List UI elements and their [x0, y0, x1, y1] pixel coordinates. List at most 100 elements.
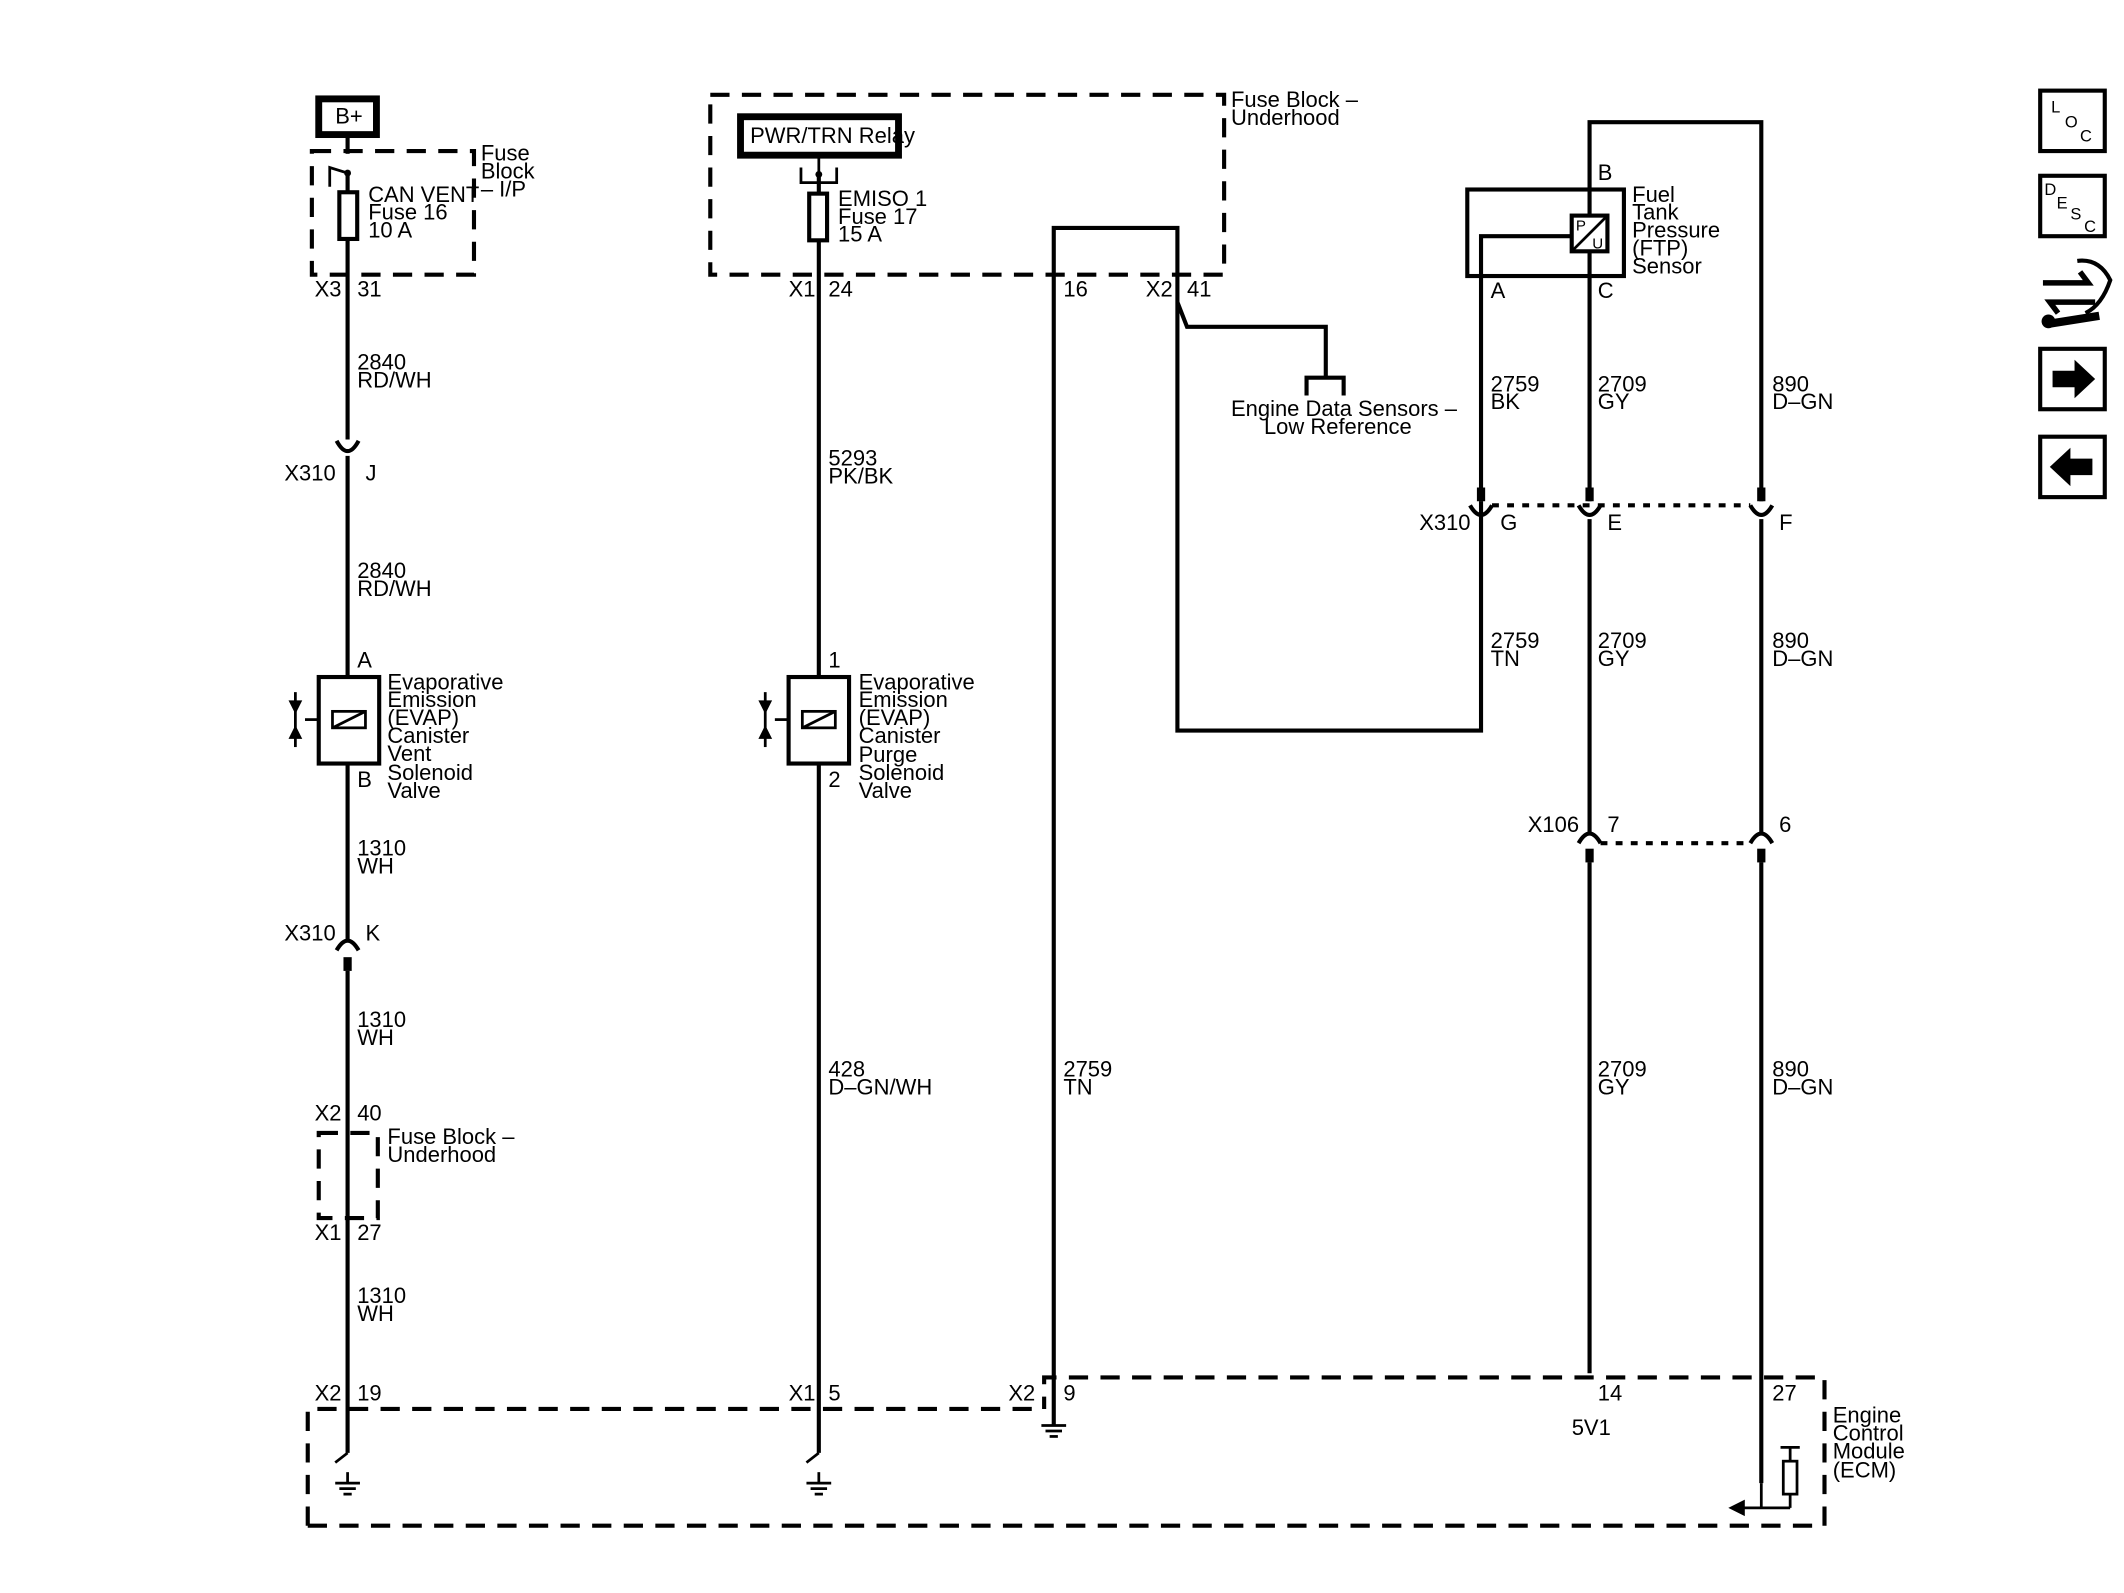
desc-letter-s: S	[2070, 206, 2081, 224]
vent-valve-title-4: Canister	[387, 723, 469, 748]
fuse-block-underhood-outline	[708, 92, 1227, 277]
wire-2759-tn-num-b: 2759	[1063, 1057, 1112, 1082]
x310-k-pin: K	[365, 921, 380, 946]
wire-2759-tn-color-b: TN	[1063, 1075, 1092, 1100]
purge-valve-title-4: Canister	[859, 723, 941, 748]
wire-2840-color-b: RD/WH	[357, 576, 431, 601]
eng-data-ref-1: Engine Data Sensors –	[1231, 396, 1458, 421]
vent-valve-pin-b: B	[357, 767, 372, 792]
wire-2840-num-b: 2840	[357, 558, 406, 583]
emiso-fuse-rating: 15 A	[838, 222, 882, 247]
ecm-p9-pin: 9	[1063, 1381, 1075, 1406]
fuse-block-underhood-small-outline	[316, 1130, 380, 1221]
vent-valve-title-6: Solenoid	[387, 760, 473, 785]
wire-2709-num-a: 2709	[1598, 371, 1647, 396]
ftp-pin-b: B	[1598, 160, 1613, 185]
ecm-title-2: Control	[1833, 1421, 1904, 1446]
purge-valve-pin-2: 2	[828, 767, 840, 792]
ecm-p19-conn: X2	[315, 1381, 342, 1406]
vent-valve-pin-a: A	[357, 647, 372, 672]
connector-tool-icon[interactable]	[2041, 258, 2113, 329]
wire-2709-num-b: 2709	[1598, 628, 1647, 653]
x310-inline-connector: X310 G E F 2709 GY 890 D–GN	[1419, 487, 1833, 833]
vent-valve-title-2: Emission	[387, 687, 476, 712]
purge-valve-title-2: Emission	[859, 687, 948, 712]
vent-valve-title-3: (EVAP)	[387, 705, 459, 730]
fbu-title-2: Underhood	[1231, 105, 1340, 130]
purge-valve-pin-1: 1	[828, 647, 840, 672]
wire-1310-color-c: WH	[357, 1301, 394, 1326]
wire-1310-color-b: WH	[357, 1025, 394, 1050]
wire-5293-num: 5293	[828, 446, 877, 471]
vent-valve-title-7: Valve	[387, 778, 440, 803]
ecm-title-4: (ECM)	[1833, 1458, 1896, 1483]
x310-k-connector	[334, 938, 361, 952]
loc-letter-o: O	[2065, 114, 2078, 132]
wire-428-num: 428	[828, 1057, 865, 1082]
wire-2759-tn-num-a: 2759	[1491, 628, 1540, 653]
ground-symbol-2	[806, 1481, 832, 1496]
wire-2759-bk-color: BK	[1491, 389, 1521, 414]
ecm-p19-pin: 19	[357, 1381, 381, 1406]
nav-button-location[interactable]: L O C	[2038, 88, 2107, 154]
fbu-small-conn-bot: X1	[315, 1220, 342, 1245]
ftp-title-5: Sensor	[1632, 253, 1702, 278]
next-arrow-icon[interactable]	[2038, 346, 2107, 412]
ecm-p9-conn: X2	[1008, 1381, 1035, 1406]
fbu-small-conn-top: X2	[315, 1101, 342, 1126]
wire-2709-color-b: GY	[1598, 646, 1630, 671]
fbu-pin-16: 16	[1063, 277, 1087, 302]
ftp-glyph-p: P	[1576, 218, 1586, 235]
fbu-pin-41: 41	[1187, 277, 1211, 302]
ecm-p27-pin: 27	[1772, 1381, 1796, 1406]
emiso-fuse-number: Fuse 17	[838, 204, 917, 229]
vent-circuit: B+ Fuse Block – I/P CAN VENT Fuse 16 10 …	[284, 95, 536, 1453]
desc-letter-c: C	[2084, 218, 2096, 236]
fuse-block-ip-outline	[309, 149, 477, 277]
vent-valve-title-5: Vent	[387, 741, 431, 766]
ground-symbol-3	[1041, 1424, 1067, 1438]
emiso-fuse-symbol	[807, 191, 830, 243]
ground-symbol-1	[335, 1481, 360, 1496]
wire-2840-color-a: RD/WH	[357, 367, 431, 392]
wire-890-color-c: D–GN	[1772, 1075, 1833, 1100]
fbu-title-1: Fuse Block –	[1231, 87, 1359, 112]
wire-890-color-a: D–GN	[1772, 389, 1833, 414]
fbu-small-title-1: Fuse Block –	[387, 1124, 515, 1149]
ecm-title-3: Module	[1833, 1438, 1905, 1463]
vent-valve-title-1: Evaporative	[387, 669, 503, 694]
wire-2759-bk-num: 2759	[1491, 371, 1540, 396]
wire-890-color-b: D–GN	[1772, 646, 1833, 671]
wire-428-color: D–GN/WH	[828, 1075, 932, 1100]
x106-id: X106	[1528, 812, 1579, 837]
wire-1310-color-a: WH	[357, 853, 394, 878]
x310-j-connector	[334, 439, 361, 454]
loc-letter-c: C	[2080, 127, 2092, 145]
previous-arrow-icon[interactable]	[2038, 434, 2107, 500]
purge-valve-title-6: Solenoid	[859, 760, 945, 785]
wire-2709-num-c: 2709	[1598, 1057, 1647, 1082]
ecm-module: Engine Control Module (ECM) X2 19 X1 5 X…	[305, 1375, 1905, 1528]
x310-row-pin-e: E	[1607, 510, 1622, 535]
ftp-pin-c: C	[1598, 278, 1614, 303]
desc-letter-e: E	[2057, 195, 2068, 213]
fbu-small-title-2: Underhood	[387, 1142, 496, 1167]
wire-5293-color: PK/BK	[828, 463, 893, 488]
loc-letter-l: L	[2051, 99, 2060, 117]
ftp-glyph-u: U	[1592, 236, 1603, 253]
nav-button-description[interactable]: D E S C	[2038, 173, 2107, 239]
wire-2709-color-a: GY	[1598, 389, 1630, 414]
purge-circuit: Fuse Block – Underhood PWR/TRN Relay EMI…	[708, 87, 1359, 1453]
pullup-resistor-symbol	[1728, 1446, 1800, 1517]
fuse-block-ip-title-3: – I/P	[481, 176, 526, 201]
can-vent-fuse-rating: 10 A	[368, 218, 412, 243]
ftp-sensor: P U B A C Fuel Tank Pressure (FTP) Senso…	[1465, 120, 1833, 502]
purge-valve-title-5: Purge	[859, 742, 918, 767]
desc-letter-d: D	[2044, 181, 2056, 199]
ftp-title-3: Pressure	[1632, 218, 1720, 243]
wire-890-num-b: 890	[1772, 628, 1809, 653]
pwr-trn-relay-label: PWR/TRN Relay	[750, 123, 915, 148]
ecm-p14-pin: 14	[1598, 1381, 1622, 1406]
fbu-x2-conn: X2	[1146, 277, 1173, 302]
x106-inline-connector: X106 7 6 2709 GY 890 D–GN	[1528, 812, 1833, 1484]
